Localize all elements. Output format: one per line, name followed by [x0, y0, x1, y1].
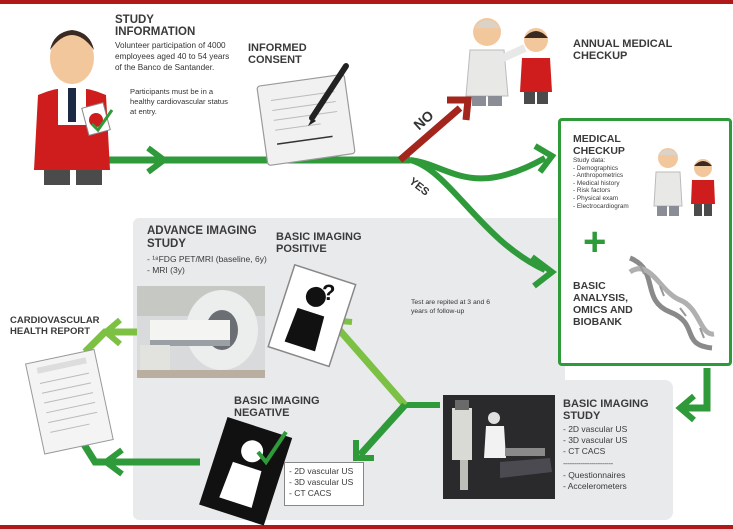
- medical-items: Study data: - Demographics - Anthropomet…: [573, 157, 629, 210]
- plus-icon: +: [583, 220, 607, 264]
- no-branch: [397, 105, 463, 163]
- question-mark-icon: ?: [322, 280, 336, 305]
- main-flow-arrowhead: [146, 145, 169, 175]
- bottom-border: [0, 525, 733, 529]
- yes-branch-down-head: [530, 254, 557, 289]
- basic-study-separator: -----------------------: [563, 459, 613, 468]
- down-connector: [684, 368, 711, 412]
- study-info-body: Volunteer participation of 4000 employee…: [115, 41, 230, 72]
- split-to-negative-head: [353, 440, 374, 461]
- study-info-body2: Participants must be in a healthy cardio…: [130, 87, 228, 116]
- negative-label-box: [228, 392, 334, 422]
- split-to-negative: [357, 402, 408, 458]
- basic-study-items2: - Questionnaires - Accelerometers: [563, 470, 627, 491]
- negative-items: - 2D vascular US - 3D vascular US - CT C…: [289, 466, 354, 498]
- negative-items-box: [284, 462, 364, 506]
- positive-label-box: [271, 228, 371, 258]
- split-to-positive: [332, 322, 408, 408]
- negative-to-report-head: [101, 447, 124, 477]
- yes-branch-up-head: [533, 143, 557, 174]
- top-border: [0, 0, 733, 4]
- basic-analysis-title: BASIC ANALYSIS, OMICS AND BIOBANK: [573, 280, 633, 328]
- basic-study-items: - 2D vascular US - 3D vascular US - CT C…: [563, 424, 628, 456]
- positive-to-report-head: [101, 317, 122, 347]
- no-branch-head: [447, 96, 472, 121]
- down-connector-head: [675, 393, 696, 423]
- repeat-note: Test are repited at 3 and 6 years of fol…: [411, 299, 490, 315]
- advance-items: - ¹⁸FDG PET/MRI (baseline, 6y) - MRI (3y…: [147, 254, 267, 275]
- yes-branch-down: [409, 157, 547, 273]
